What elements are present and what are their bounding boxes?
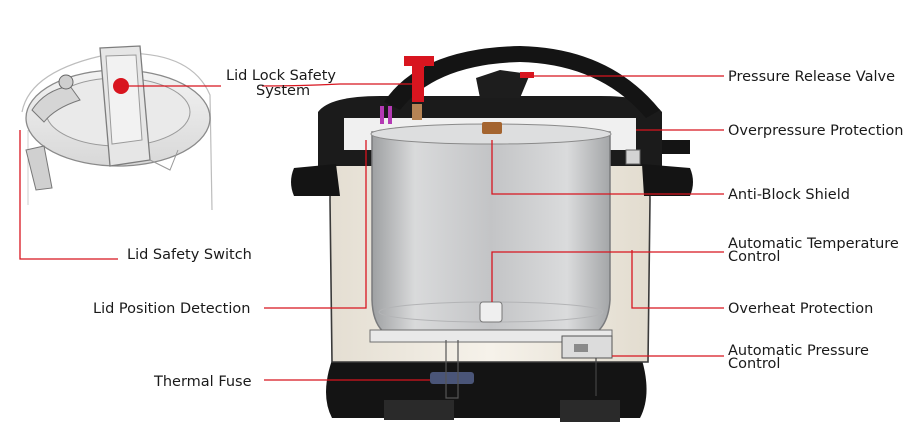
label-anti-block-shield: Anti-Block Shield [728,187,850,203]
label-auto-temp-line2: Control [728,249,780,265]
thermal-fuse-part [430,372,474,384]
label-auto-pressure-line1: Automatic Pressure [728,343,869,359]
pressure-switch-part [561,335,613,396]
leader-auto-temp [491,251,724,302]
label-auto-pressure-line2: Control [728,356,780,372]
label-lid-lock-line1: Lid Lock Safety [226,68,336,84]
leader-lid-safety-switch [19,130,118,260]
right-handle [642,164,693,196]
leader-overheat [631,250,724,309]
label-lid-safety-switch: Lid Safety Switch [127,247,252,263]
lid-illustration [21,45,213,211]
label-auto-temp-line1: Automatic Temperature [728,236,899,252]
left-handle [291,164,340,196]
label-overheat-protection: Overheat Protection [728,301,873,317]
top-handle [384,46,660,118]
pressure-valve-red [412,58,424,102]
label-overpressure-protection: Overpressure Protection [728,123,903,139]
anti-block-shield-part [482,122,502,134]
label-pressure-release-valve: Pressure Release Valve [728,69,895,85]
leader-anti-block [491,140,724,195]
label-lid-position-detection: Lid Position Detection [93,301,250,317]
label-thermal-fuse: Thermal Fuse [153,374,252,390]
leader-lid-position [264,140,367,309]
label-lid-lock-line2: System [256,83,310,99]
